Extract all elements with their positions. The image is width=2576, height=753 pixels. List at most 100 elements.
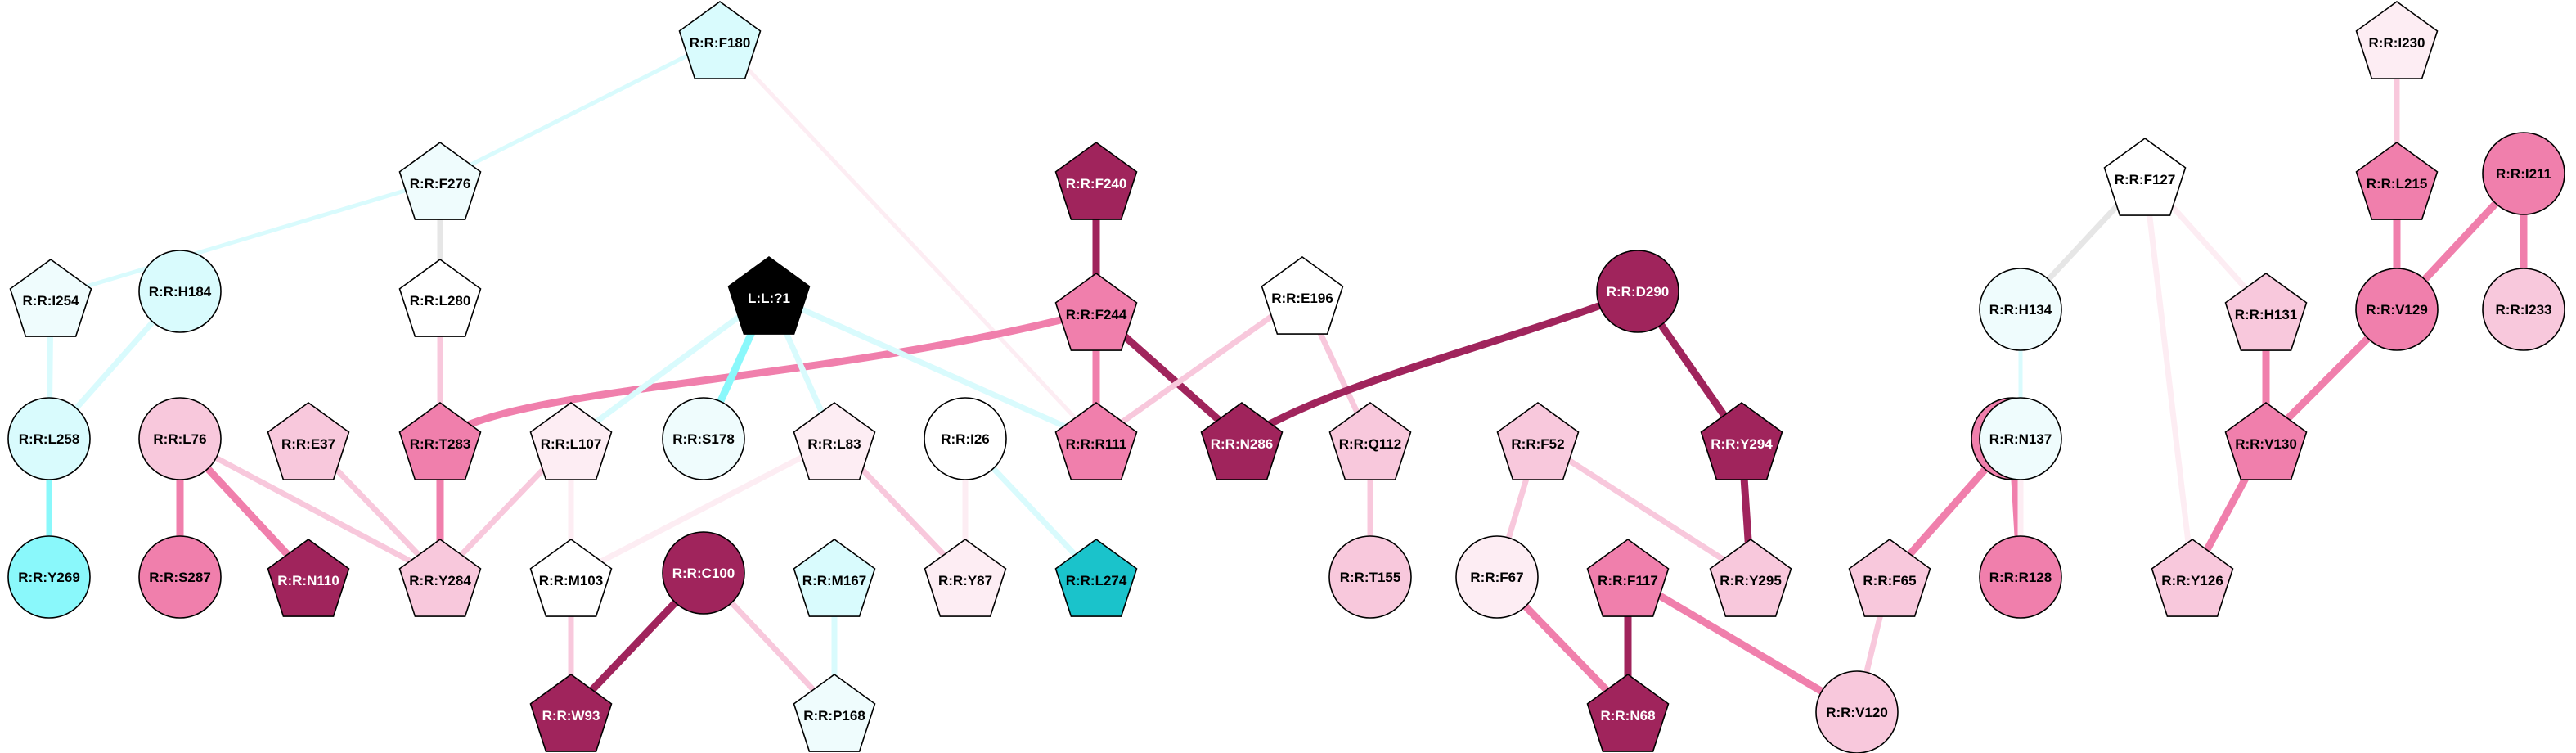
node-shape-pentagon <box>529 674 613 752</box>
node-l215[interactable]: R:R:L215 <box>2355 142 2439 220</box>
node-y295[interactable]: R:R:Y295 <box>1709 539 1792 617</box>
node-label: R:R:F67 <box>1470 570 1523 585</box>
node-shape-pentagon <box>2103 138 2187 216</box>
node-label: R:R:Q112 <box>1339 436 1402 452</box>
node-y269[interactable]: R:R:Y269 <box>7 535 91 619</box>
node-r128[interactable]: R:R:R128 <box>1979 535 2062 619</box>
node-l274[interactable]: R:R:L274 <box>1054 539 1138 617</box>
node-m103[interactable]: R:R:M103 <box>529 539 613 617</box>
node-shape-pentagon <box>267 402 350 480</box>
node-h134[interactable]: R:R:H134 <box>1979 268 2062 351</box>
node-f117[interactable]: R:R:F117 <box>1586 539 1670 617</box>
node-i230[interactable]: R:R:I230 <box>2355 1 2439 79</box>
node-y87[interactable]: R:R:Y87 <box>924 539 1007 617</box>
node-f67[interactable]: R:R:F67 <box>1455 535 1539 619</box>
node-label: R:R:L274 <box>1066 573 1127 588</box>
node-s178[interactable]: R:R:S178 <box>662 397 745 480</box>
node-f65[interactable]: R:R:F65 <box>1848 539 1931 617</box>
node-l107[interactable]: R:R:L107 <box>529 402 613 480</box>
node-label: R:R:R111 <box>1066 436 1127 452</box>
node-label: R:R:I233 <box>2496 302 2552 318</box>
node-y284[interactable]: R:R:Y284 <box>398 539 482 617</box>
node-f240[interactable]: R:R:F240 <box>1054 142 1138 220</box>
node-l76[interactable]: R:R:L76 <box>138 397 222 480</box>
node-n286[interactable]: R:R:N286 <box>1200 402 1284 480</box>
node-v120[interactable]: R:R:V120 <box>1815 670 1899 753</box>
node-v129[interactable]: R:R:V129 <box>2355 268 2439 351</box>
edge-f276-i254 <box>48 178 443 300</box>
node-h131[interactable]: R:R:H131 <box>2224 273 2308 351</box>
node-label: R:R:Y126 <box>2161 573 2223 588</box>
node-label: R:R:E196 <box>1271 291 1333 306</box>
node-shape-pentagon <box>1054 539 1138 617</box>
node-shape-circle <box>138 250 222 333</box>
node-i211[interactable]: R:R:I211 <box>2482 132 2565 215</box>
node-shape-pentagon <box>924 539 1007 617</box>
node-label: R:R:W93 <box>542 708 600 724</box>
node-n68[interactable]: R:R:N68 <box>1586 674 1670 752</box>
edge-e196-r111 <box>1093 291 1306 444</box>
node-label: R:R:F276 <box>410 176 471 192</box>
node-m167[interactable]: R:R:M167 <box>793 539 876 617</box>
node-shape-pentagon <box>1054 402 1138 480</box>
node-label: R:R:I26 <box>941 431 990 447</box>
node-l280[interactable]: R:R:L280 <box>398 259 482 337</box>
node-shape-pentagon <box>1586 539 1670 617</box>
node-y294[interactable]: R:R:Y294 <box>1700 402 1783 480</box>
node-f276[interactable]: R:R:F276 <box>398 142 482 220</box>
node-label: R:R:D290 <box>1607 284 1670 300</box>
node-shape-pentagon <box>2151 539 2234 617</box>
node-n137[interactable]: R:R:N137 <box>1979 397 2062 480</box>
node-shape-pentagon <box>9 259 92 337</box>
node-shape-pentagon <box>398 539 482 617</box>
node-label: R:R:I254 <box>23 293 80 309</box>
node-w93[interactable]: R:R:W93 <box>529 674 613 752</box>
node-c100[interactable]: R:R:C100 <box>662 531 745 615</box>
node-q112[interactable]: R:R:Q112 <box>1328 402 1412 480</box>
node-shape-pentagon <box>793 402 876 480</box>
node-label: R:R:Y295 <box>1720 573 1782 588</box>
node-lig[interactable]: L:L:?1 <box>727 256 811 335</box>
node-i233[interactable]: R:R:I233 <box>2482 268 2565 351</box>
node-label: R:R:V129 <box>2366 302 2428 318</box>
node-t283[interactable]: R:R:T283 <box>398 402 482 480</box>
edge-f117-v120 <box>1624 573 1861 716</box>
node-label: R:R:M167 <box>802 573 866 588</box>
node-shape-pentagon <box>2224 402 2308 480</box>
node-label: R:R:L83 <box>807 436 861 452</box>
node-i26[interactable]: R:R:I26 <box>924 397 1007 480</box>
node-y126[interactable]: R:R:Y126 <box>2151 539 2234 617</box>
node-shape-pentagon <box>1261 256 1344 335</box>
node-p168[interactable]: R:R:P168 <box>793 674 876 752</box>
node-shape-circle <box>1328 535 1412 619</box>
node-f127[interactable]: R:R:F127 <box>2103 138 2187 216</box>
node-shape-circle <box>138 535 222 619</box>
node-e196[interactable]: R:R:E196 <box>1261 256 1344 335</box>
node-r111[interactable]: R:R:R111 <box>1054 402 1138 480</box>
node-d290[interactable]: R:R:D290 <box>1596 250 1679 333</box>
node-f180[interactable]: R:R:F180 <box>678 1 762 79</box>
node-v130[interactable]: R:R:V130 <box>2224 402 2308 480</box>
edge-l83-m103 <box>568 437 838 580</box>
node-l83[interactable]: R:R:L83 <box>793 402 876 480</box>
node-shape-circle <box>662 397 745 480</box>
node-f244[interactable]: R:R:F244 <box>1054 273 1138 351</box>
node-label: R:R:F240 <box>1066 176 1127 192</box>
node-label: R:R:F127 <box>2115 172 2176 187</box>
node-e37[interactable]: R:R:E37 <box>267 402 350 480</box>
node-shape-circle <box>7 535 91 619</box>
node-shape-pentagon <box>1586 674 1670 752</box>
node-t155[interactable]: R:R:T155 <box>1328 535 1412 619</box>
node-s287[interactable]: R:R:S287 <box>138 535 222 619</box>
node-shape-pentagon <box>529 402 613 480</box>
node-l258[interactable]: R:R:L258 <box>7 397 91 480</box>
node-shape-circle <box>924 397 1007 480</box>
node-h184[interactable]: R:R:H184 <box>138 250 222 333</box>
node-shape-circle <box>138 397 222 480</box>
node-f52[interactable]: R:R:F52 <box>1496 402 1580 480</box>
node-n110[interactable]: R:R:N110 <box>267 539 350 617</box>
node-i254[interactable]: R:R:I254 <box>9 259 92 337</box>
node-label: R:R:T155 <box>1340 570 1401 585</box>
node-label: R:R:T283 <box>410 436 471 452</box>
